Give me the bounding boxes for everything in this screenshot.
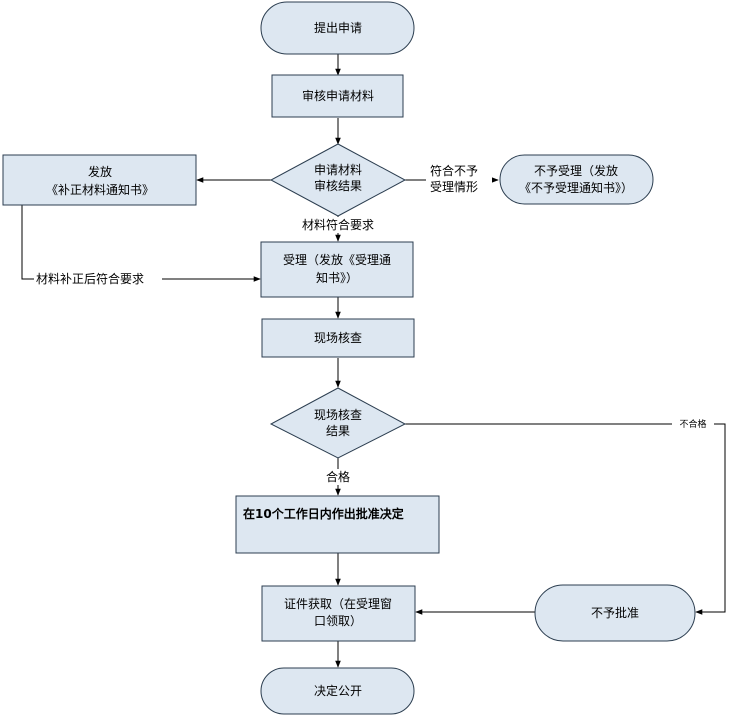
edge-label-qualified: 合格	[326, 469, 350, 484]
node-reject-notice-line2: 《不予受理通知书》）	[519, 181, 633, 195]
node-accept: 受理（发放《受理通 知书》）	[260, 241, 414, 298]
node-inspect-result-line1: 现场核查	[314, 408, 362, 422]
node-review-result: 申请材料 审核结果	[269, 143, 407, 217]
edge-label-not-eligible-line2: 受理情形	[430, 180, 478, 194]
edge-label-not-eligible-line1: 符合不予	[430, 163, 478, 178]
node-inspect-result: 现场核查 结果	[269, 387, 407, 459]
node-certificate-line1: 证件获取（在受理窗	[284, 597, 392, 611]
node-not-approved-label: 不予批准	[591, 605, 639, 620]
node-decision-label: 在10个工作日内作出批准决定	[243, 506, 404, 521]
node-accept-line1: 受理（发放《受理通	[283, 252, 391, 267]
node-reject-notice-line1: 不予受理（发放	[534, 163, 618, 178]
node-issue-correction-line1: 发放	[88, 164, 112, 179]
edge-result-notapproved	[405, 423, 726, 615]
node-review-label: 审核申请材料	[302, 88, 374, 103]
edge-label-materials-ok: 材料符合要求	[302, 217, 374, 232]
node-certificate: 证件获取（在受理窗 口领取）	[261, 585, 416, 642]
node-inspect: 现场核查	[261, 318, 415, 358]
node-certificate-line2: 口领取）	[314, 614, 362, 628]
node-not-approved: 不予批准	[534, 584, 696, 642]
node-issue-correction: 发放 《补正材料通知书》	[2, 154, 197, 206]
edge-correction-accept	[21, 205, 261, 282]
node-decision: 在10个工作日内作出批准决定	[235, 495, 440, 554]
node-submit: 提出申请	[260, 1, 415, 55]
node-inspect-label: 现场核查	[314, 331, 362, 345]
connectors	[21, 54, 726, 668]
edge-label-unqualified: 不合格	[679, 418, 706, 430]
edge-label-corrected-ok: 材料补正后符合要求	[36, 271, 144, 286]
node-review-result-line1: 申请材料	[314, 163, 362, 177]
node-issue-correction-line2: 《补正材料通知书》	[46, 183, 154, 197]
node-accept-line2: 知书》）	[316, 271, 358, 285]
node-review: 审核申请材料	[271, 74, 404, 118]
node-review-result-line2: 审核结果	[314, 178, 362, 193]
node-reject-notice: 不予受理（发放 《不予受理通知书》）	[499, 154, 654, 205]
node-inspect-result-line2: 结果	[326, 424, 350, 438]
node-submit-label: 提出申请	[314, 20, 362, 35]
node-publish-label: 决定公开	[314, 683, 362, 698]
edge-labels: 符合不予 受理情形 材料符合要求 材料补正后符合要求 合格 不合格	[34, 162, 714, 485]
node-publish: 决定公开	[260, 667, 415, 715]
